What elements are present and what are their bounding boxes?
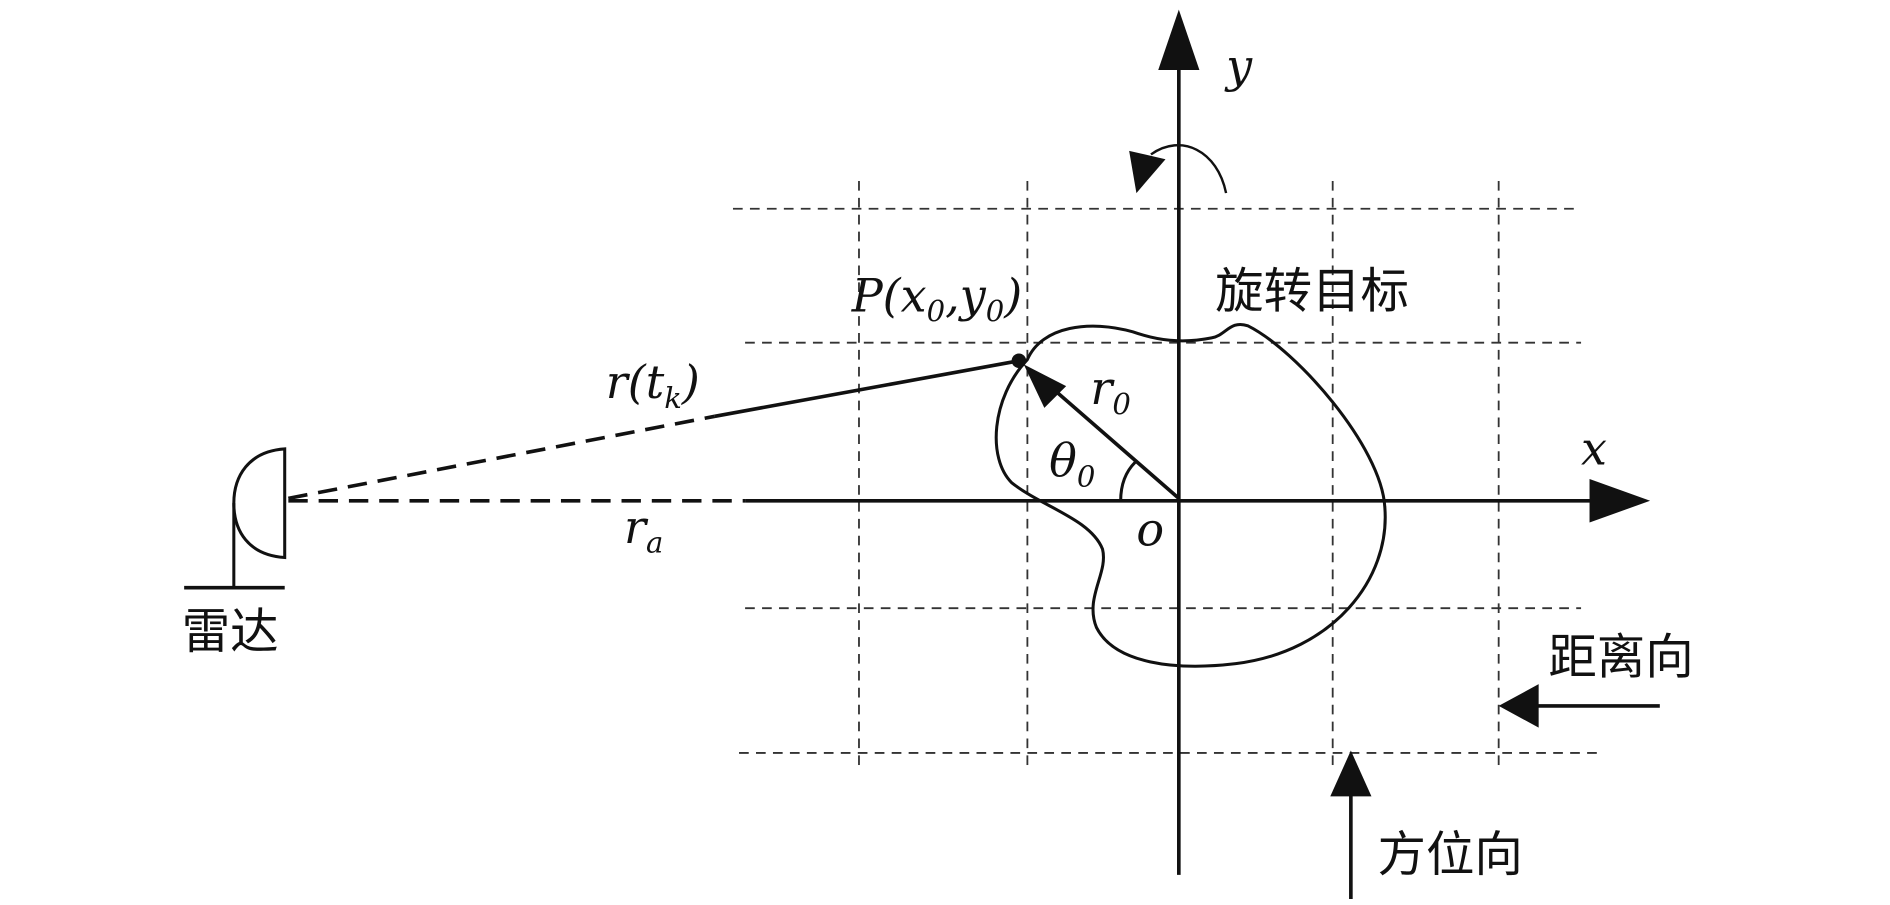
x-axis-arrow-icon bbox=[1589, 479, 1651, 523]
radar-icon bbox=[184, 447, 287, 590]
line-of-sight-dashed bbox=[288, 414, 716, 501]
range-tk-label: r(tk) bbox=[606, 355, 700, 415]
theta0-label: θ0 bbox=[1049, 434, 1095, 494]
rotating-target-outline bbox=[994, 322, 1387, 668]
x-axis bbox=[288, 479, 1651, 523]
point-p-label: P(x0,y0) bbox=[851, 268, 1023, 328]
y-axis-label: y bbox=[1224, 39, 1253, 93]
theta-arc bbox=[1119, 461, 1137, 501]
range-direction-arrow-icon bbox=[1498, 684, 1660, 728]
azimuth-direction-label: 方位向 bbox=[1378, 827, 1523, 883]
target-label: 旋转目标 bbox=[1215, 264, 1409, 320]
line-of-sight bbox=[714, 359, 1020, 419]
point-p-marker bbox=[1011, 353, 1027, 369]
y-axis-arrow-icon bbox=[1158, 9, 1200, 70]
r0-label: r0 bbox=[1090, 361, 1131, 421]
range-direction-label: 距离向 bbox=[1548, 629, 1693, 685]
radar-label: 雷达 bbox=[182, 604, 279, 660]
grid bbox=[732, 181, 1597, 773]
ra-label: ra bbox=[624, 500, 663, 560]
r0-vector bbox=[1043, 379, 1181, 500]
origin-label: o bbox=[1136, 503, 1164, 557]
azimuth-direction-arrow-icon bbox=[1330, 750, 1372, 899]
r0-arrow-icon bbox=[1023, 364, 1067, 408]
x-axis-label: x bbox=[1581, 422, 1607, 476]
y-axis bbox=[1158, 9, 1200, 875]
rotation-arrow-icon bbox=[1129, 144, 1228, 194]
